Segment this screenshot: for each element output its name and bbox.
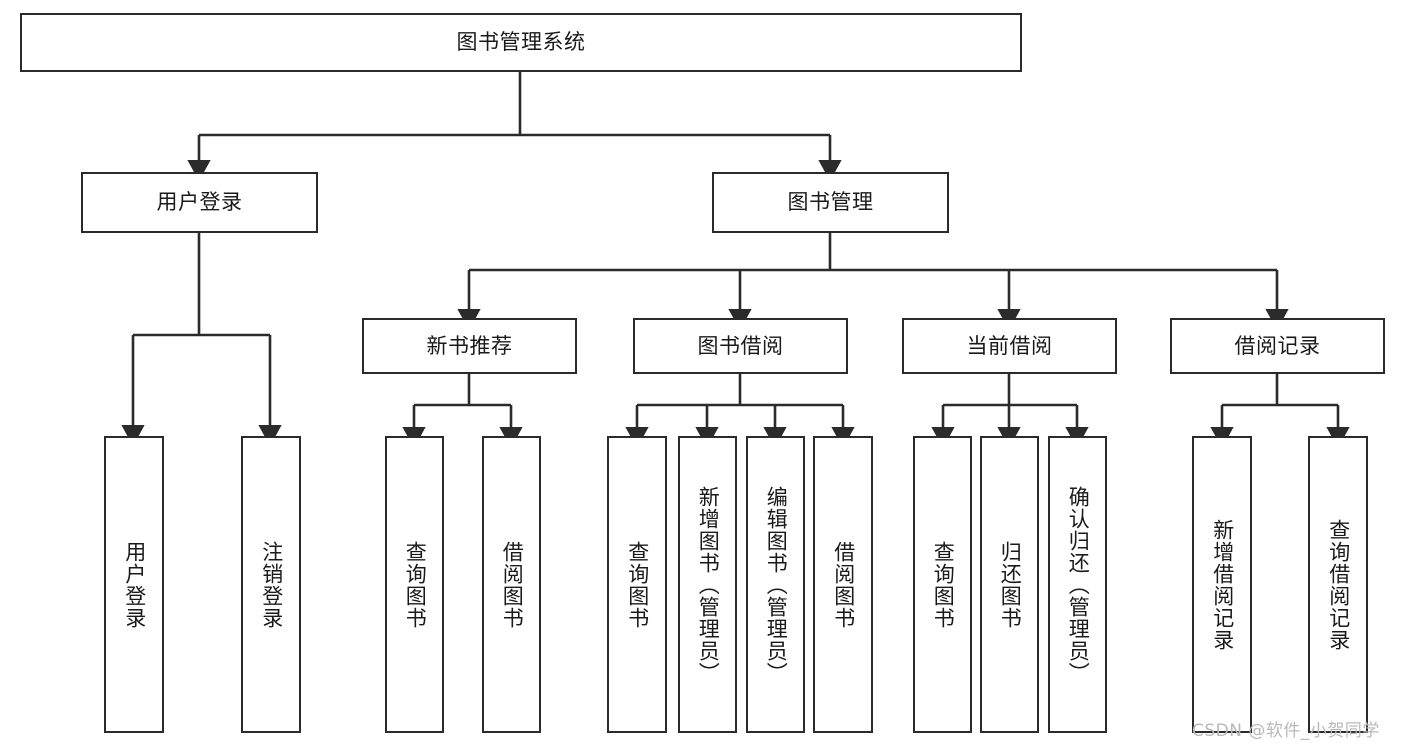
node-label: 用户登录	[156, 190, 243, 215]
node-label: 新增图书（管理员）	[696, 485, 721, 684]
node-label: 图书借阅	[697, 333, 784, 358]
leaf-recommend-borrow-book[interactable]: 借阅图书	[482, 436, 541, 733]
node-label: 借阅图书	[831, 540, 856, 629]
node-user-login[interactable]: 用户登录	[81, 172, 318, 233]
leaf-borrow-query-book[interactable]: 查询图书	[607, 436, 667, 733]
leaf-user-logout[interactable]: 注销登录	[241, 436, 301, 733]
csdn-watermark: CSDN @软件_小贺同学	[1192, 721, 1380, 741]
leaf-borrow-add-book-admin[interactable]: 新增图书（管理员）	[678, 436, 737, 733]
node-label: 编辑图书（管理员）	[764, 485, 789, 684]
leaf-current-query-book[interactable]: 查询图书	[913, 436, 972, 733]
node-root-library-system[interactable]: 图书管理系统	[20, 13, 1022, 72]
node-label: 图书管理	[787, 190, 874, 215]
leaf-borrow-borrow-book[interactable]: 借阅图书	[813, 436, 873, 733]
node-new-book-recommend[interactable]: 新书推荐	[362, 318, 577, 374]
node-borrow-record[interactable]: 借阅记录	[1170, 318, 1385, 374]
node-label: 新增借阅记录	[1210, 518, 1235, 651]
node-current-borrow[interactable]: 当前借阅	[902, 318, 1117, 374]
node-label: 查询图书	[625, 540, 650, 629]
leaf-record-add-borrow-record[interactable]: 新增借阅记录	[1192, 436, 1252, 733]
leaf-record-query-borrow-record[interactable]: 查询借阅记录	[1308, 436, 1368, 733]
node-label: 归还图书	[998, 540, 1023, 629]
leaf-recommend-query-book[interactable]: 查询图书	[385, 436, 444, 733]
leaf-current-return-book[interactable]: 归还图书	[980, 436, 1039, 733]
node-book-management[interactable]: 图书管理	[712, 172, 949, 233]
node-label: 图书管理系统	[456, 30, 586, 55]
leaf-current-confirm-return-admin[interactable]: 确认归还（管理员）	[1048, 436, 1107, 733]
node-label: 查询图书	[403, 540, 428, 629]
node-label: 当前借阅	[966, 333, 1053, 358]
node-label: 注销登录	[259, 540, 284, 629]
node-book-borrow[interactable]: 图书借阅	[633, 318, 848, 374]
node-label: 查询借阅记录	[1326, 518, 1351, 651]
node-label: 查询图书	[931, 540, 956, 629]
node-label: 借阅图书	[500, 540, 525, 629]
node-label: 借阅记录	[1234, 333, 1321, 358]
leaf-borrow-edit-book-admin[interactable]: 编辑图书（管理员）	[746, 436, 805, 733]
leaf-user-login[interactable]: 用户登录	[104, 436, 164, 733]
node-label: 确认归还（管理员）	[1066, 485, 1091, 684]
node-label: 用户登录	[122, 540, 147, 629]
node-label: 新书推荐	[426, 333, 513, 358]
